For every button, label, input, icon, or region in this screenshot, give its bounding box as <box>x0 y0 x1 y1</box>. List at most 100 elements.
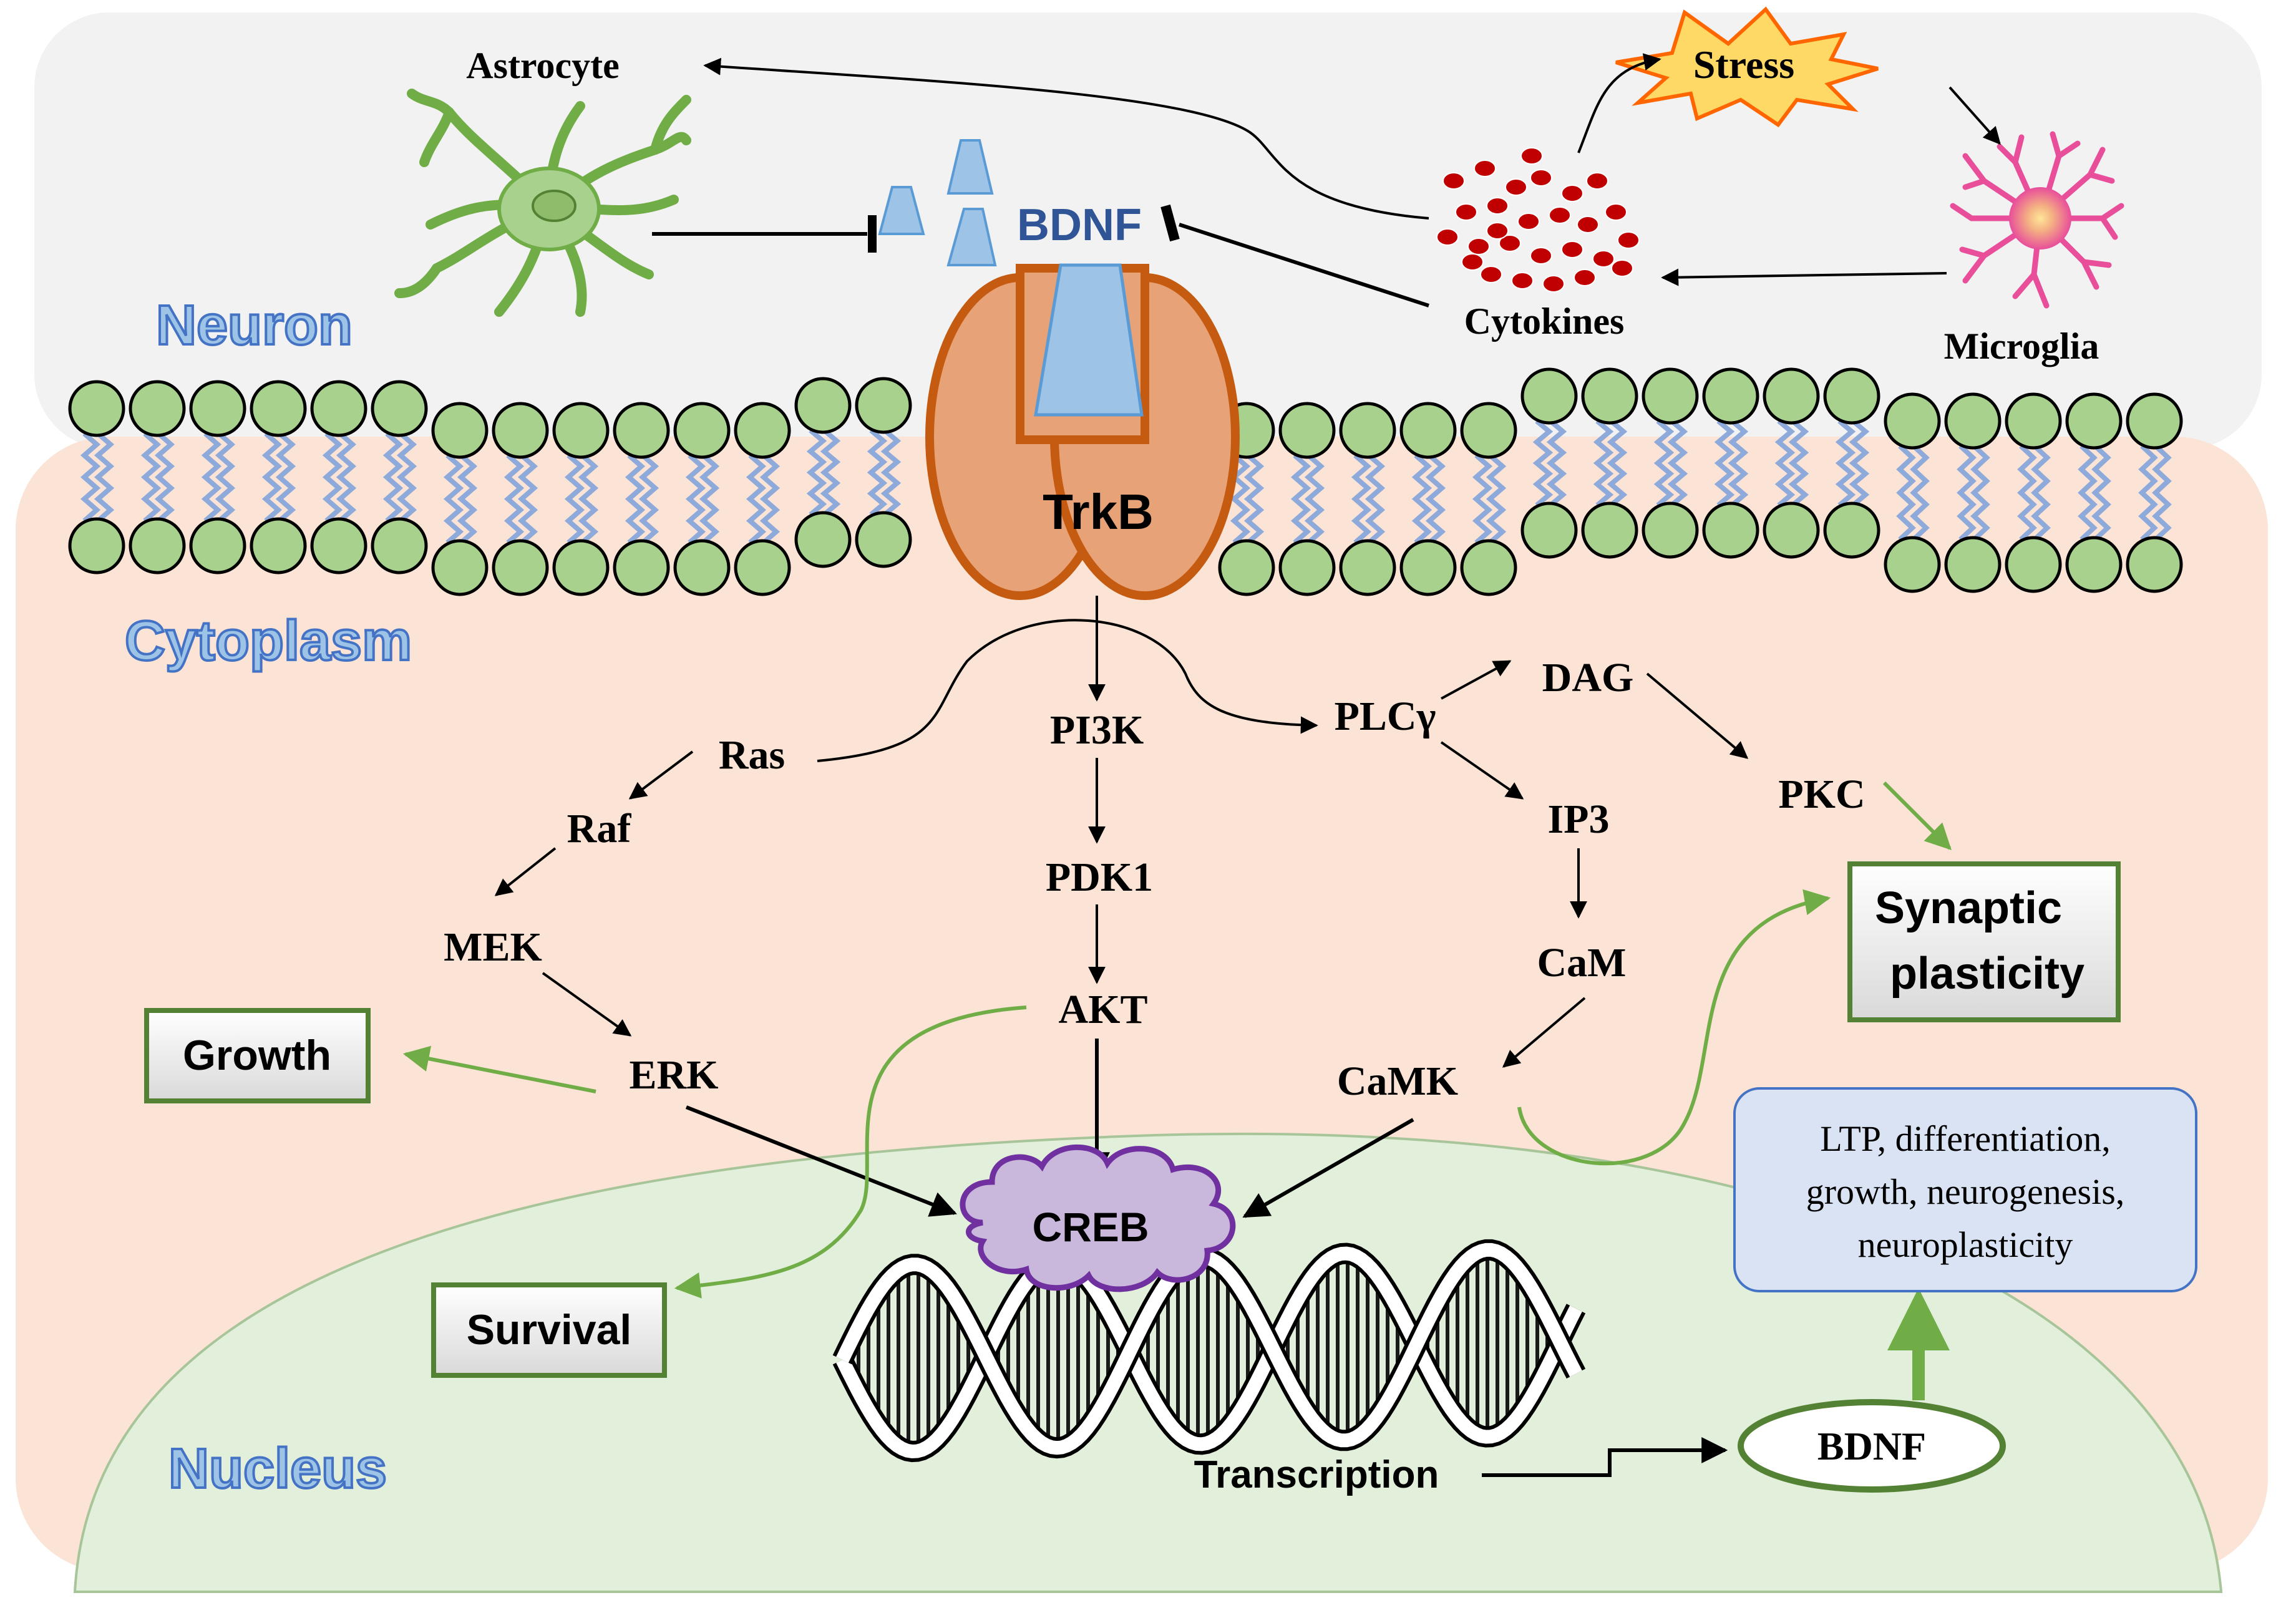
lipid-tail <box>1970 444 1990 541</box>
lipid-tail <box>2031 444 2051 541</box>
lipid-tail <box>1667 419 1688 508</box>
lipid-tail <box>2017 444 2037 541</box>
creb-cloud-icon <box>960 1144 1236 1292</box>
trkb-to-ras-plcg-arc <box>817 619 1318 762</box>
lipid-head <box>129 517 186 574</box>
lipid-head <box>673 402 731 459</box>
lipid-tail <box>261 431 283 523</box>
lipid-head <box>552 402 610 459</box>
lipid-head <box>1399 402 1457 459</box>
plcg-label: PLCγ <box>1335 694 1436 739</box>
lipid-tail <box>275 431 296 523</box>
bdnf-ligand-icon <box>946 208 997 266</box>
lipid-head <box>129 380 186 437</box>
cytoplasm-label: Cytoplasm <box>125 610 412 672</box>
lipid-tail <box>564 453 585 545</box>
creb-label: CREB <box>1032 1204 1149 1250</box>
cytokine-particle <box>1505 178 1527 196</box>
astrocyte-label: Astrocyte <box>466 45 619 86</box>
lipid-tail <box>382 431 404 523</box>
lipid-tail <box>94 431 115 523</box>
lipid-head <box>371 380 428 437</box>
cam-label: CaM <box>1537 940 1627 986</box>
bdnf-ligand-icon <box>946 139 994 195</box>
lipid-head <box>1581 501 1638 559</box>
lipid-tail <box>1304 453 1325 545</box>
cytokine-particle <box>1574 269 1596 286</box>
lipid-tail <box>1896 444 1916 541</box>
synaptic-plasticity-outcome-box: Synaptic plasticity <box>1847 861 2121 1022</box>
lipid-head <box>552 539 610 596</box>
lipid-tail <box>80 431 101 523</box>
mek-label: MEK <box>444 924 542 970</box>
lipid-tail <box>2138 444 2158 541</box>
lipid-head <box>2005 392 2062 450</box>
akt-label: AKT <box>1058 987 1147 1032</box>
lipid-tail <box>140 431 162 523</box>
microglia-label: Microglia <box>1944 326 2099 367</box>
raf-to-mek-arrow <box>494 847 557 896</box>
lipid-tail <box>1532 419 1554 508</box>
microglia-to-cytokines-arrow <box>1661 268 1947 286</box>
cytokine-particle <box>1586 172 1608 190</box>
lipid-head <box>1460 539 1517 596</box>
trkb-label: TrkB <box>1043 484 1154 540</box>
lipid-bilayer <box>68 367 2183 596</box>
cytokine-particles-icon <box>1436 147 1640 293</box>
ras-label: Ras <box>719 732 785 778</box>
cytokines-inhibit-bar <box>1160 204 1180 242</box>
lipid-head <box>794 511 852 568</box>
lipid-tail <box>880 428 902 517</box>
lipid-tail <box>820 428 841 517</box>
survival-label: Survival <box>467 1306 632 1354</box>
lipid-tail <box>322 431 343 523</box>
lipid-head <box>1278 402 1336 459</box>
lipid-tail <box>1546 419 1567 508</box>
lipid-tail <box>215 431 236 523</box>
growth-label: Growth <box>183 1032 331 1079</box>
synaptic-label-line2: plasticity <box>1890 949 2084 999</box>
lipid-head <box>189 380 246 437</box>
lipid-head <box>794 377 852 434</box>
lipid-head <box>613 402 670 459</box>
pi3k-label: PI3K <box>1050 707 1144 753</box>
cytokine-particle <box>1549 206 1571 224</box>
lipid-head <box>2126 536 2183 593</box>
cytokine-particle <box>1617 231 1640 249</box>
akt-to-survival-arrow <box>674 1005 1027 1299</box>
bdnf-nucleus-label: BDNF <box>1817 1424 1926 1468</box>
lipid-tail <box>2078 444 2098 541</box>
lipid-tail <box>2091 444 2111 541</box>
lipid-head <box>1823 501 1880 559</box>
cytokines-label: Cytokines <box>1464 301 1625 342</box>
cytokine-particle <box>1542 275 1565 293</box>
lipid-tail <box>2152 444 2172 541</box>
cytokine-particle <box>1480 266 1502 283</box>
cytokine-particle <box>1499 235 1521 252</box>
cytokine-particle <box>1592 250 1615 268</box>
camk-to-synaptic-arrow <box>1517 889 1831 1166</box>
lipid-tail <box>746 453 767 545</box>
lipid-tail <box>1593 419 1614 508</box>
lipid-head <box>189 517 246 574</box>
astrocyte-nucleus <box>532 190 576 222</box>
lipid-tail <box>1364 453 1386 545</box>
cytokine-particle <box>1530 247 1552 264</box>
cytokine-particle <box>1605 203 1627 221</box>
lipid-tail <box>503 453 525 545</box>
cytokine-particle <box>1511 272 1534 289</box>
lipid-tail <box>1472 453 1493 545</box>
lipid-head <box>250 380 307 437</box>
bdnf-ligand-icon <box>878 186 925 235</box>
bdnf-gene-product-ellipse <box>1738 1399 2006 1493</box>
lipid-tail <box>1714 419 1735 508</box>
lipid-tail <box>1243 453 1265 545</box>
bdnf-bound-ligand-icon <box>1034 263 1144 417</box>
lipid-head <box>250 517 307 574</box>
lipid-head <box>492 402 549 459</box>
lipid-head <box>855 511 912 568</box>
cytokine-particle <box>1442 172 1465 190</box>
dag-to-pkc-arrow <box>1646 672 1749 759</box>
lipid-head <box>2065 392 2123 450</box>
cytokine-particle <box>1467 238 1490 255</box>
